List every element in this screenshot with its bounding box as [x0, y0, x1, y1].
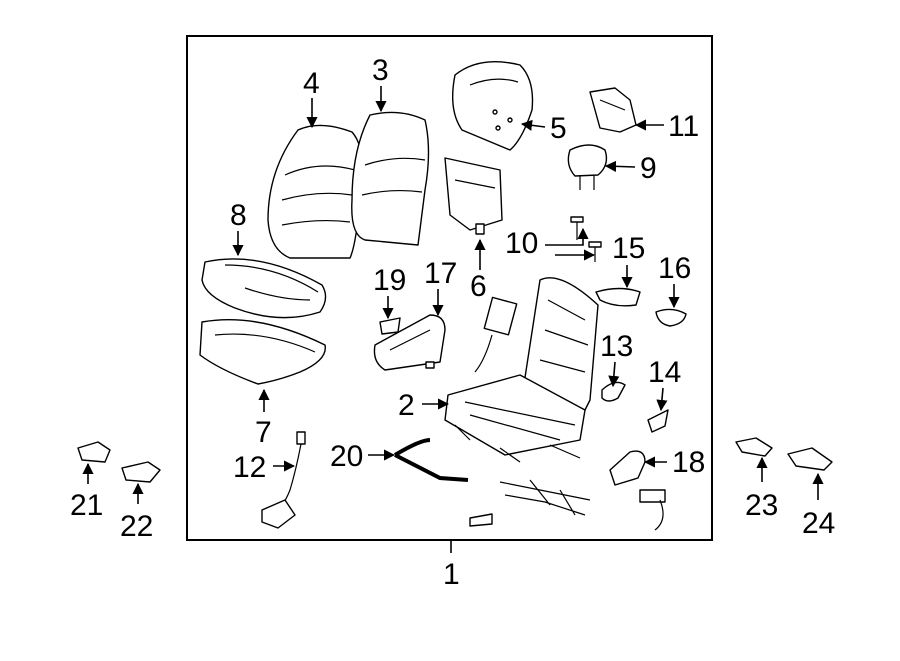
- callout-22: 22: [120, 510, 153, 543]
- callout-20: 20: [330, 440, 363, 473]
- callout-23: 23: [745, 489, 778, 522]
- assembly-frame: [186, 35, 713, 541]
- callout-8: 8: [230, 199, 247, 232]
- callout-9: 9: [640, 152, 657, 185]
- part-cover-15: [595, 287, 641, 307]
- leader-9: [604, 160, 636, 172]
- part-seat-cushion-pad: [199, 318, 326, 385]
- callout-5: 5: [550, 112, 567, 145]
- part-floor-harness: [469, 479, 591, 527]
- part-bracket-21: [77, 441, 111, 463]
- part-bracket-22: [121, 461, 161, 483]
- callout-2: 2: [398, 389, 415, 422]
- part-switch-harness: [474, 296, 518, 373]
- part-clip-14: [647, 409, 669, 433]
- callout-19: 19: [373, 264, 406, 297]
- part-rod: [393, 438, 469, 482]
- part-bracket-24: [787, 447, 833, 471]
- callout-7: 7: [255, 416, 272, 449]
- part-seat-harness: [261, 431, 306, 529]
- callout-18: 18: [672, 446, 705, 479]
- part-clip-19: [379, 317, 401, 335]
- callout-1: 1: [443, 558, 460, 591]
- part-bracket-23: [735, 437, 773, 457]
- leader-13: [608, 361, 620, 388]
- part-back-panel: [452, 60, 534, 151]
- callout-4: 4: [303, 67, 320, 100]
- callout-10: 10: [505, 227, 538, 260]
- leader-5: [520, 119, 546, 131]
- callout-17: 17: [424, 257, 457, 290]
- part-seat-back-pad: [351, 111, 430, 246]
- part-headrest: [567, 144, 608, 190]
- callout-11: 11: [668, 110, 699, 143]
- callout-16: 16: [658, 252, 691, 285]
- callout-13: 13: [600, 330, 633, 363]
- callout-15: 15: [612, 232, 645, 265]
- part-cap-16: [655, 308, 687, 327]
- callout-21: 21: [70, 489, 103, 522]
- callout-6: 6: [470, 270, 487, 303]
- part-seat-frame: [444, 277, 599, 463]
- part-seat-belt-buckle: [639, 489, 666, 531]
- part-side-cover: [609, 450, 646, 486]
- callout-12: 12: [233, 451, 266, 484]
- callout-24: 24: [802, 507, 835, 540]
- callout-3: 3: [372, 54, 389, 87]
- callout-14: 14: [648, 356, 681, 389]
- leader-14: [656, 387, 668, 412]
- part-seat-back-cover: [267, 124, 364, 259]
- part-seat-cushion-cover: [201, 258, 327, 319]
- leader-10: [545, 227, 589, 246]
- part-back-board: [444, 157, 503, 235]
- part-recliner-bracket: [589, 87, 637, 133]
